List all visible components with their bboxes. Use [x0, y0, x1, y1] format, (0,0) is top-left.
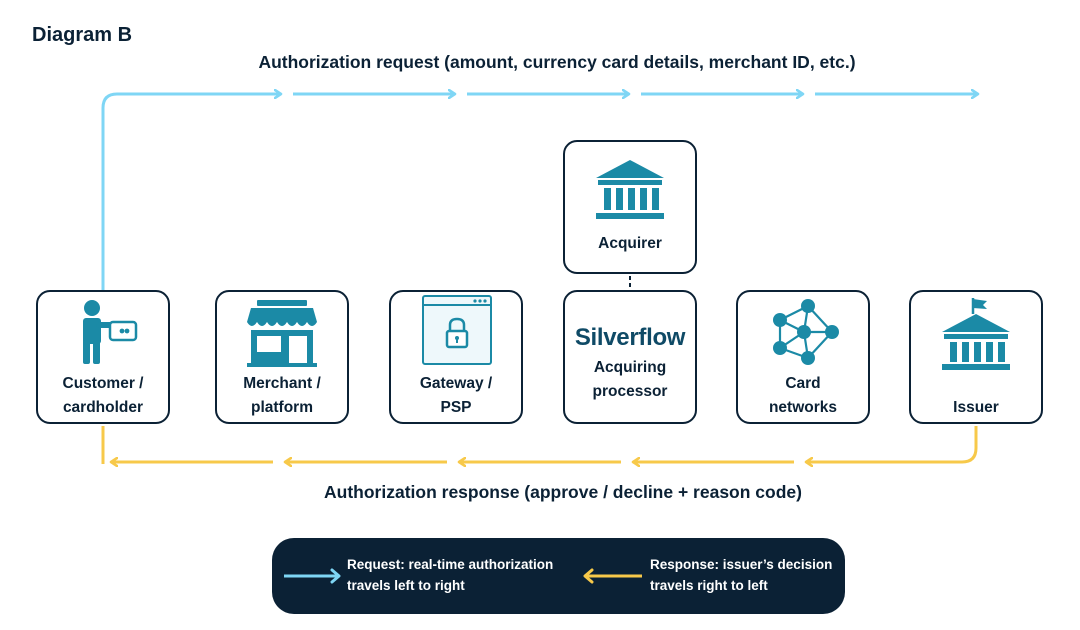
diagram-title: Diagram B [32, 24, 133, 46]
gateway-label-line1: Gateway / [419, 375, 493, 392]
legend-arrows [284, 568, 642, 584]
node-merchant: Merchant / platform [215, 290, 349, 424]
storefront-icon [247, 300, 317, 367]
gateway-label-line2: PSP [440, 399, 472, 416]
customer-label-line2: cardholder [62, 399, 144, 416]
processor-label-line1: Acquiring [593, 359, 667, 376]
customer-label-line1: Customer / [62, 375, 144, 392]
node-customer: Customer / cardholder [36, 290, 170, 424]
legend-response-arrowhead [583, 568, 594, 584]
networks-label-line2: networks [768, 399, 838, 416]
node-issuer: Issuer [909, 290, 1043, 424]
merchant-label-line1: Merchant / [243, 375, 321, 392]
processor-label-line2: processor [592, 383, 668, 400]
issuer-label: Issuer [953, 399, 999, 416]
acquirer-label: Acquirer [598, 235, 662, 252]
request-flow-label: Authorization request (amount, currency … [258, 52, 856, 72]
legend-request-line1: Request: real-time authorization [347, 557, 554, 572]
node-acquirer: Acquirer [563, 140, 697, 274]
legend-response-line1: Response: issuer’s decision [650, 557, 833, 572]
response-arrow-start [806, 426, 978, 462]
silverflow-logo: Silverflow [574, 324, 686, 351]
node-networks: Card networks [736, 290, 870, 424]
legend-request-line2: travels left to right [347, 578, 465, 593]
merchant-label-line2: platform [251, 399, 313, 416]
network-graph-icon [773, 299, 839, 365]
legend-panel: Request: real-time authorization travels… [272, 538, 845, 614]
networks-label-line1: Card [785, 375, 821, 392]
secure-browser-lock-icon [422, 295, 492, 365]
bank-building-icon [596, 160, 664, 219]
node-gateway: Gateway / PSP [389, 290, 523, 424]
bank-with-flag-icon [942, 298, 1010, 370]
request-arrow-start [101, 94, 281, 292]
legend-request-arrowhead [330, 568, 341, 584]
customer-card-icon [83, 300, 138, 364]
legend-response-line2: travels right to left [650, 578, 768, 593]
response-flow-label: Authorization response (approve / declin… [324, 482, 802, 502]
node-processor: Silverflow Acquiring processor [563, 290, 697, 424]
